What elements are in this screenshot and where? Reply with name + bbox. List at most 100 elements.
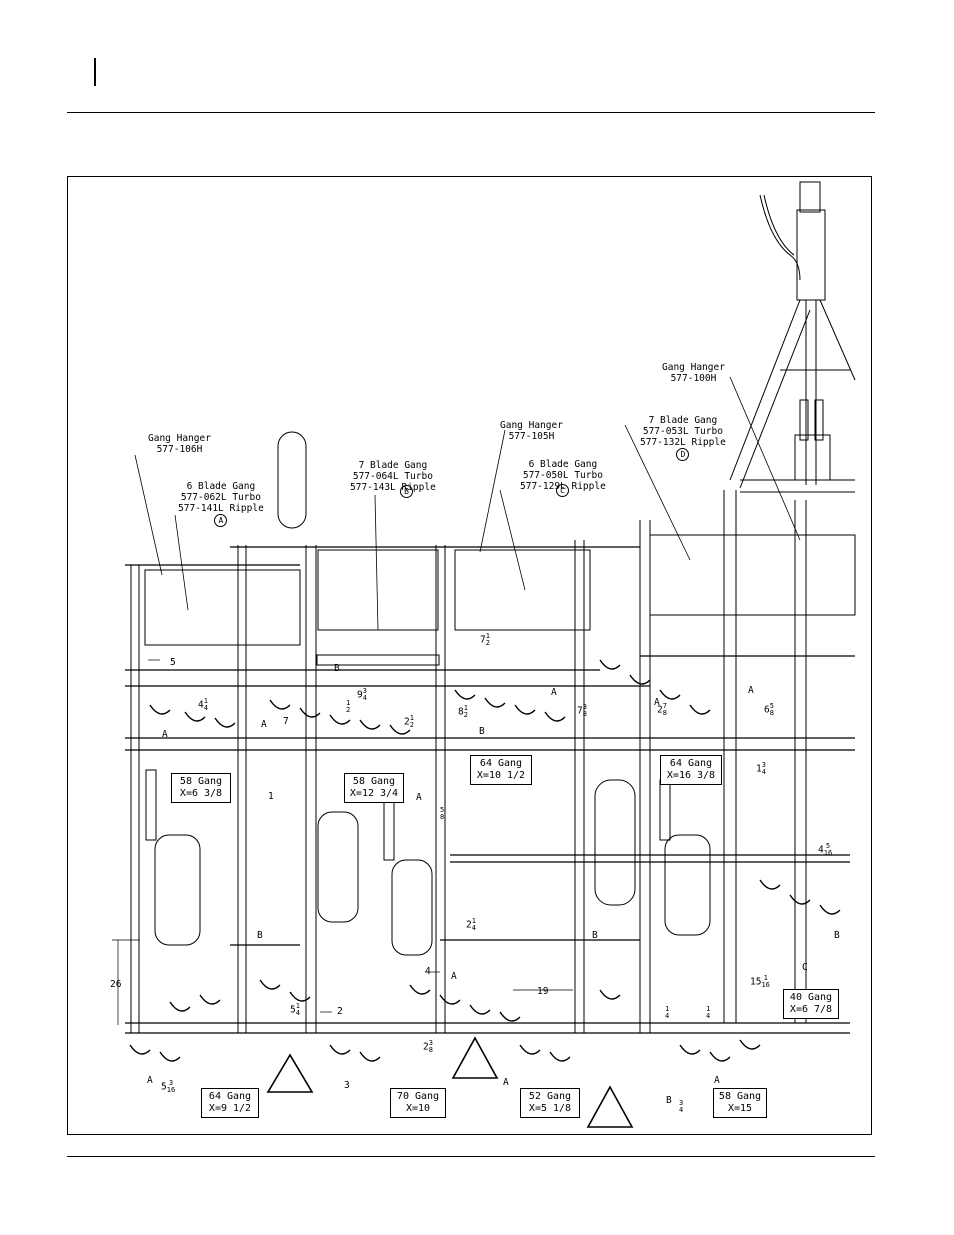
ref-a: A [551,687,557,698]
gang-box: 58 Gang X=15 [713,1088,767,1118]
gang-offset: X=10 [405,1103,431,1114]
ref-b: B [592,930,598,941]
ref-a: A [451,971,457,982]
ref-a: A [416,792,422,803]
dimension-lines [112,659,573,1025]
callout-gang-hanger-105h: Gang Hanger 577-105H [500,420,563,442]
callout-part: 577-100H [670,373,717,384]
callout-ripple: 577-132L Ripple [640,437,726,448]
callout-gang-c: 6 Blade Gang 577-050L Turbo 577-129L Rip… [520,459,606,497]
gang-offset: X=10 1/2 [476,770,526,781]
gang-box: 58 Gang X=12 3/4 [344,773,404,803]
gang-name: 64 Gang [669,758,713,769]
gang-name: 58 Gang [718,1091,762,1102]
disc-blades [129,659,841,1062]
callout-part: 577-106H [156,444,203,455]
callout-part: 577-105H [508,431,555,442]
ref-a: A [147,1075,153,1086]
gang-offset: X=6 3/8 [179,788,223,799]
upper-gangs [144,534,856,666]
callout-gang-a: 6 Blade Gang 577-062L Turbo 577-141L Rip… [178,481,264,527]
callout-ripple: 577-141L Ripple [178,503,264,514]
ref-a: A [261,719,267,730]
gang-name: 58 Gang [352,776,396,787]
ref-c: C [802,962,808,973]
callout-title: Gang Hanger [500,420,563,431]
dimension-5: 5 [170,657,176,668]
ref-b: B [834,930,840,941]
drawing-frame [67,176,872,1135]
hitch [729,181,856,493]
callout-turbo: 577-053L Turbo [642,426,723,437]
gang-box: 64 Gang X=16 3/8 [660,755,722,785]
callout-title: Gang Hanger [148,433,211,444]
callout-title: 7 Blade Gang [358,460,428,471]
callout-gang-d: 7 Blade Gang 577-053L Turbo 577-132L Rip… [640,415,726,461]
gang-ref-circle: D [676,448,690,461]
ref-a: A [162,729,168,740]
gang-offset: X=12 3/4 [349,788,399,799]
callout-title: 6 Blade Gang [528,459,598,470]
gang-name: 52 Gang [528,1091,572,1102]
vertical-members [130,490,807,1033]
header-rule [67,112,875,113]
gang-name: 58 Gang [179,776,223,787]
gang-box: 52 Gang X=5 1/8 [520,1088,580,1118]
frame-rails [125,546,855,1034]
callout-turbo: 577-050L Turbo [522,470,603,481]
gang-offset: X=16 3/8 [666,770,716,781]
gang-box: 64 Gang X=10 1/2 [470,755,532,785]
callout-turbo: 577-064L Turbo [352,471,433,482]
callout-title: Gang Hanger [662,362,725,373]
dimension-4: 4 [425,966,431,977]
dimension-19: 19 [537,986,549,997]
callout-ripple: 577-143L Ripple [350,482,436,493]
gang-box: 64 Gang X=9 1/2 [201,1088,259,1118]
callout-title: 7 Blade Gang [648,415,718,426]
dimension-1: 1 [268,791,274,802]
dimension-2: 2 [337,1006,343,1017]
ref-a: A [654,697,660,708]
ref-a: A [714,1075,720,1086]
callout-gang-hanger-106h: Gang Hanger 577-106H [148,433,211,455]
callout-gang-b: 7 Blade Gang 577-064L Turbo 577-143L Rip… [350,460,436,498]
safety-chain [759,194,801,281]
gang-box: 58 Gang X=6 3/8 [171,773,231,803]
gang-offset: X=6 7/8 [789,1004,833,1015]
ref-b: B [257,930,263,941]
gang-ref-circle: B [400,485,413,498]
footer-rule [67,1156,875,1157]
dimension-3: 3 [344,1080,350,1091]
gang-name: 64 Gang [208,1091,252,1102]
ref-a: A [748,685,754,696]
gang-box: 40 Gang X=6 7/8 [783,989,839,1019]
smv-triangles [266,1036,634,1128]
gang-offset: X=9 1/2 [208,1103,252,1114]
callout-turbo: 577-062L Turbo [180,492,261,503]
gang-ref-circle: C [556,484,569,497]
ref-b: B [334,663,340,674]
callout-gang-hanger-100h: Gang Hanger 577-100H [662,362,725,384]
gang-name: 64 Gang [479,758,523,769]
gang-name: 40 Gang [789,992,833,1003]
ref-b: B [479,726,485,737]
